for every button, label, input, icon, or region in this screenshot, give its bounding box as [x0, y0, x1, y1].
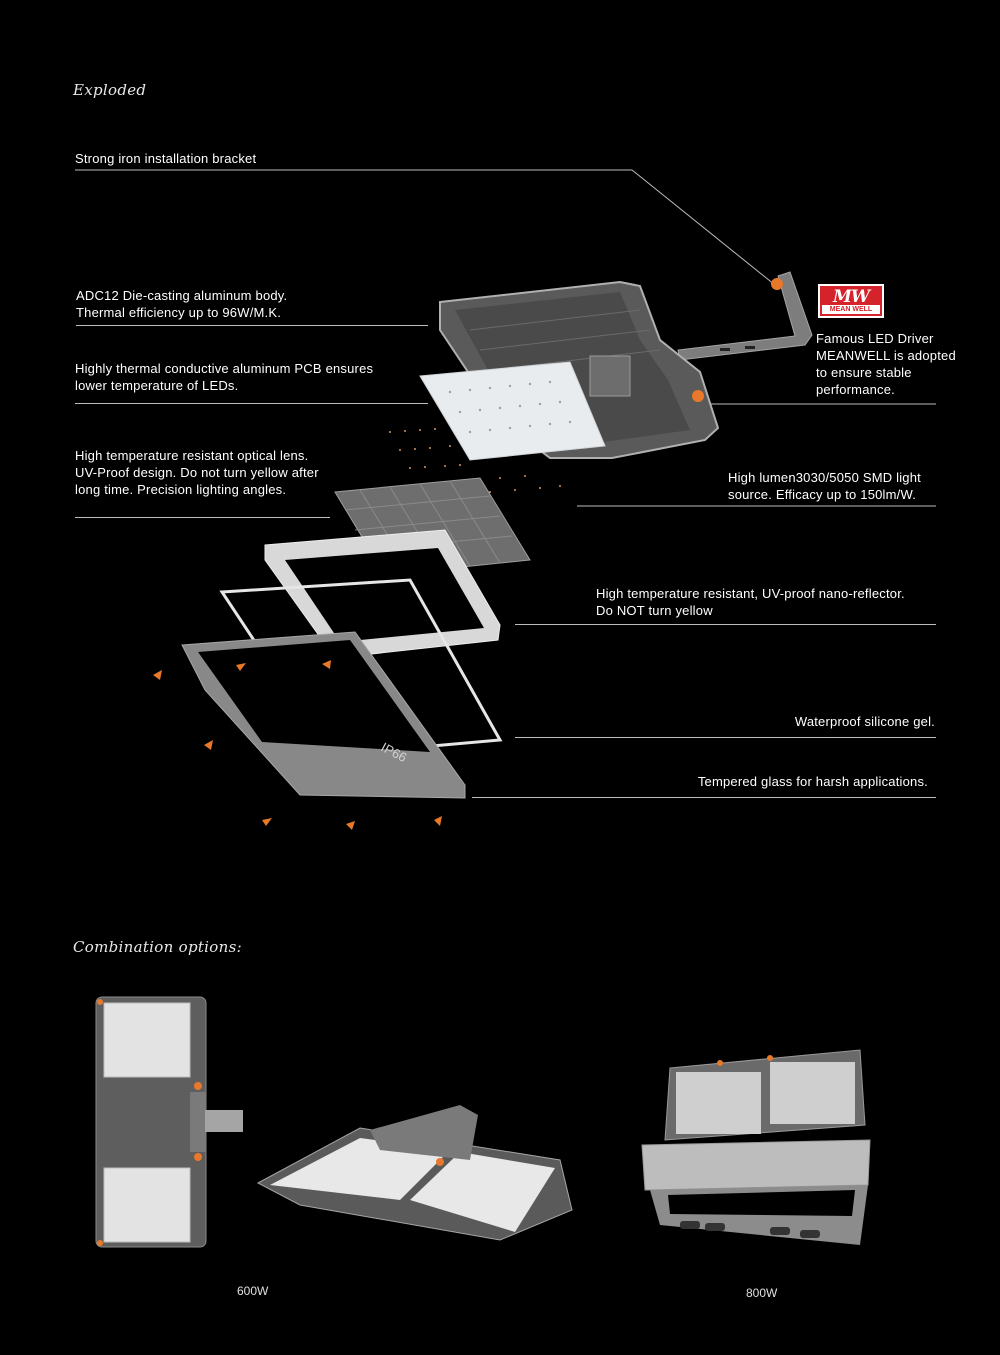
label-lens: High temperature resistant optical lens.… — [75, 447, 319, 498]
leader-line-lens — [75, 517, 330, 518]
combination-title: Combination options: — [73, 938, 242, 956]
label-line: Tempered glass for harsh applications. — [697, 774, 928, 789]
label-line: Thermal efficiency up to 96W/M.K. — [76, 305, 282, 320]
caption-800w: 800W — [746, 1286, 778, 1300]
label-bracket: Strong iron installation bracket — [75, 150, 256, 167]
label-line: UV-Proof design. Do not turn yellow afte… — [75, 465, 319, 480]
exploded-title: Exploded — [73, 81, 147, 99]
label-body: ADC12 Die-casting aluminum body. Thermal… — [76, 287, 287, 321]
label-line: to ensure stable — [816, 365, 912, 380]
leader-line-pcb — [75, 403, 428, 404]
meanwell-logo: MW MEAN WELL — [818, 284, 884, 318]
label-line: performance. — [816, 382, 895, 397]
label-reflector: High temperature resistant, UV-proof nan… — [596, 585, 905, 619]
leader-line-body — [76, 325, 428, 326]
label-line: Do NOT turn yellow — [596, 603, 713, 618]
label-line: Strong iron installation bracket — [75, 151, 257, 166]
caption-600w: 600W — [237, 1284, 269, 1298]
label-glass: Tempered glass for harsh applications. — [600, 773, 928, 790]
leader-line-glass — [472, 797, 936, 798]
label-line: Highly thermal conductive aluminum PCB e… — [75, 361, 374, 376]
label-line: long time. Precision lighting angles. — [75, 482, 287, 497]
label-line: Waterproof silicone gel. — [794, 714, 935, 729]
meanwell-logo-text: MEAN WELL — [822, 305, 880, 314]
leader-line-reflector — [515, 624, 936, 625]
leader-line-gel — [515, 737, 936, 738]
label-line: High temperature resistant optical lens. — [75, 448, 309, 463]
label-line: High lumen3030/5050 SMD light — [728, 470, 921, 485]
label-line: ADC12 Die-casting aluminum body. — [76, 288, 288, 303]
label-line: source. Efficacy up to 150lm/W. — [728, 487, 917, 502]
label-driver: Famous LED Driver MEANWELL is adopted to… — [816, 330, 956, 398]
label-line: lower temperature of LEDs. — [75, 378, 239, 393]
label-line: Famous LED Driver — [816, 331, 934, 346]
label-gel: Waterproof silicone gel. — [700, 713, 935, 730]
meanwell-logo-mark: MW — [833, 287, 870, 307]
label-line: MEANWELL is adopted — [816, 348, 956, 363]
label-line: High temperature resistant, UV-proof nan… — [596, 586, 905, 601]
label-pcb: Highly thermal conductive aluminum PCB e… — [75, 360, 373, 394]
label-smd: High lumen3030/5050 SMD light source. Ef… — [728, 469, 921, 503]
